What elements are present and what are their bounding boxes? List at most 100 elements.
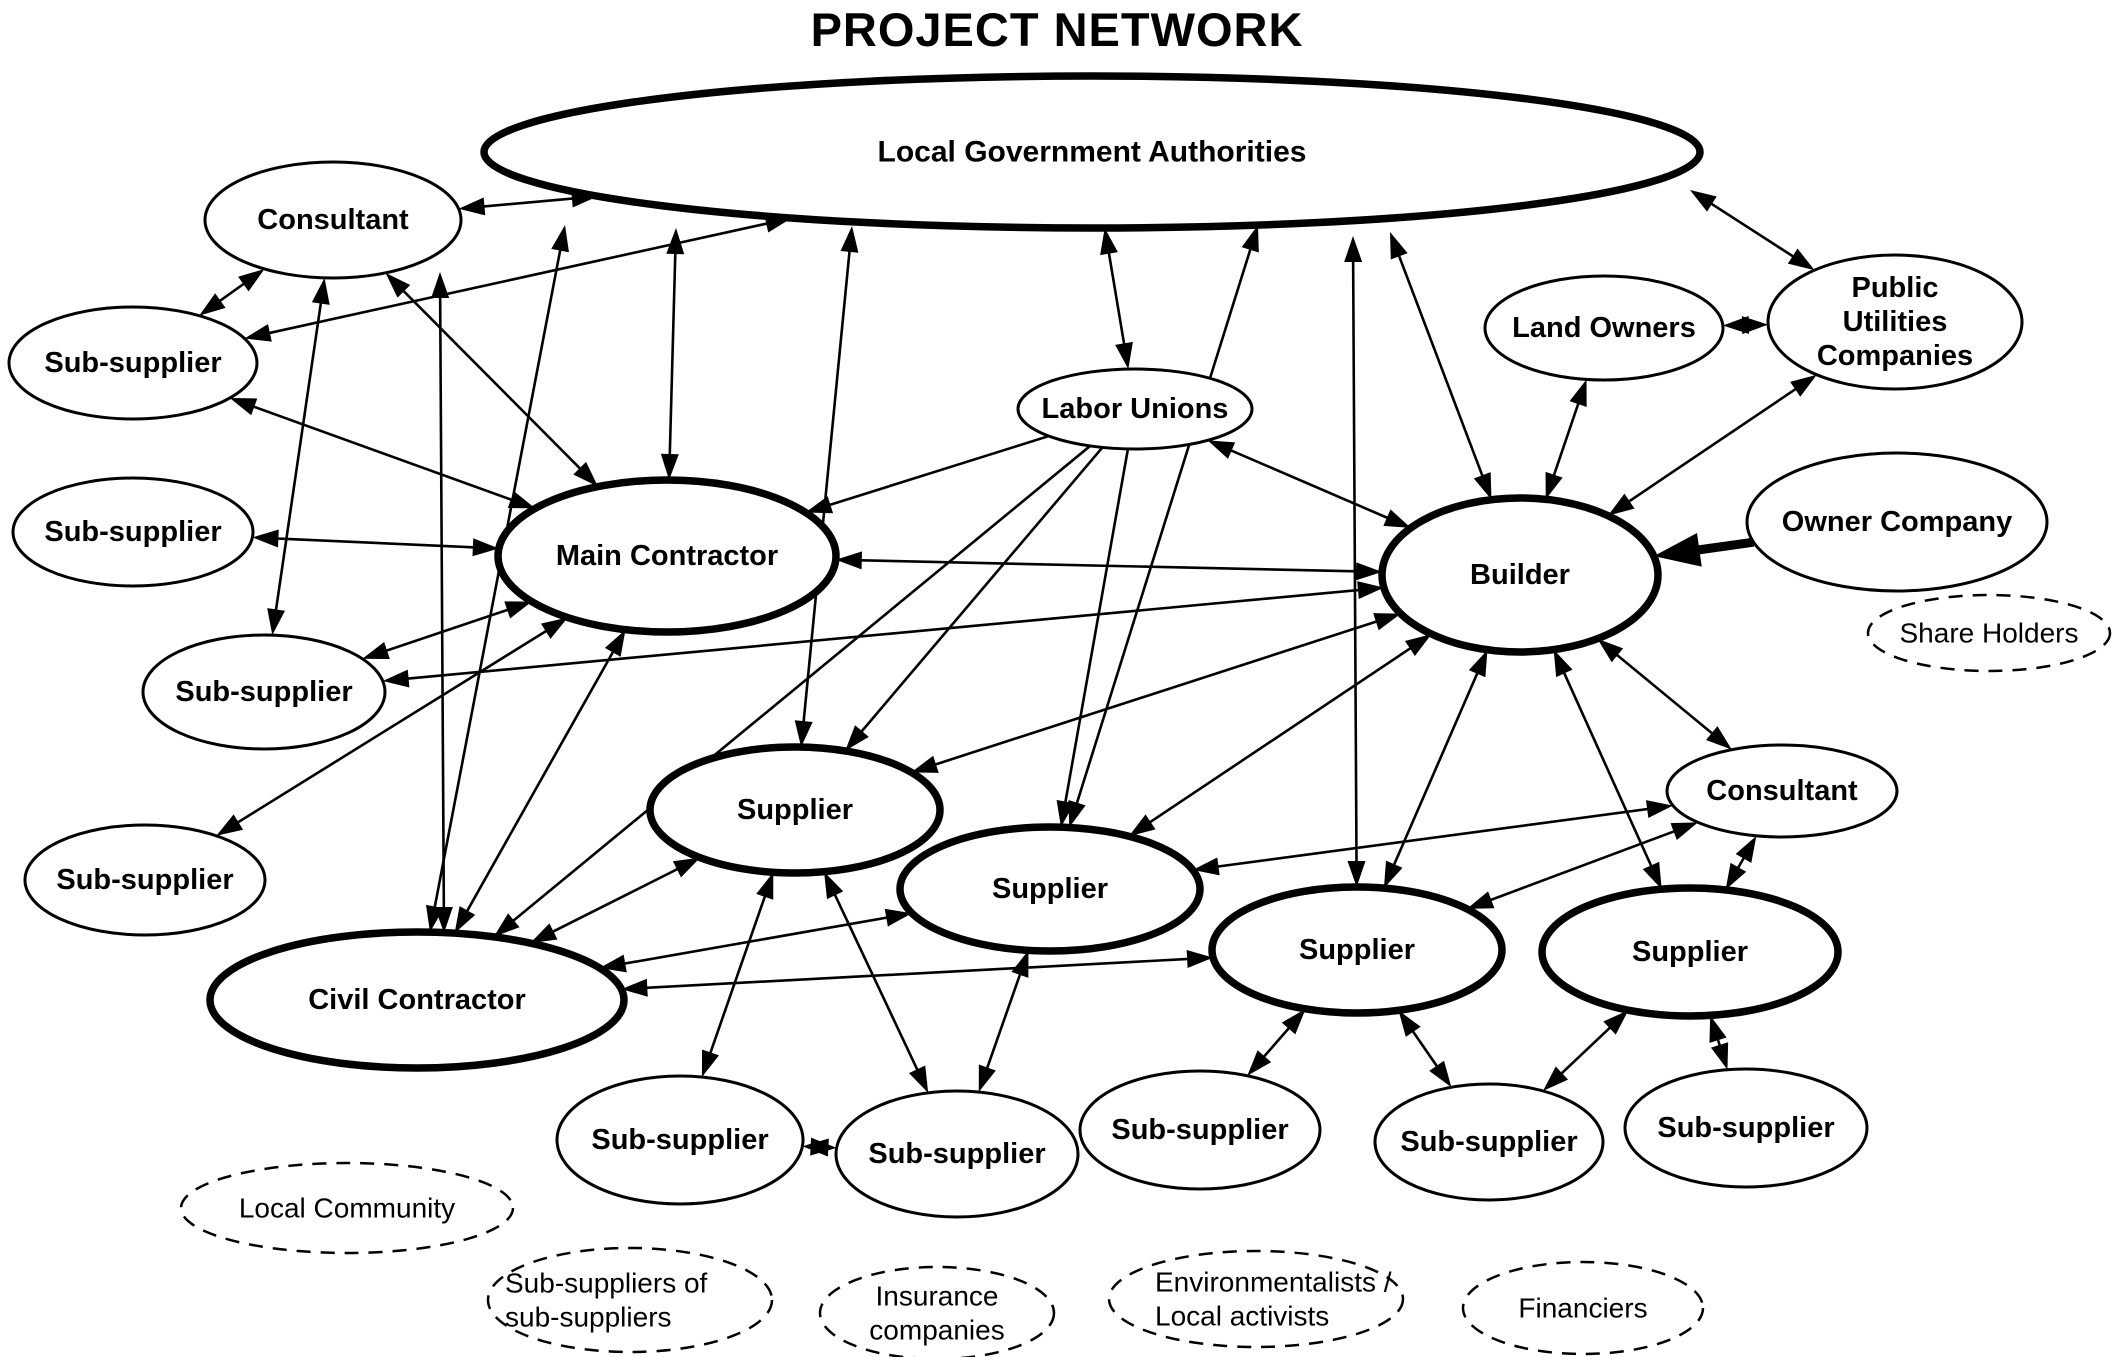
node-label-environmentalists: Environmentalists / [1155, 1267, 1392, 1298]
edge-civil_contractor-supplier2 [619, 915, 893, 966]
node-label-ss_b4: Sub-supplier [1400, 1126, 1577, 1158]
node-civil_contractor [206, 928, 628, 1072]
node-supplier3 [1208, 883, 1506, 1017]
edge-builder-supplier3-arrowhead [1468, 649, 1488, 678]
edge-consultant_tl-ss_l3 [273, 297, 323, 616]
node-ss_b5 [1623, 1067, 1869, 1189]
node-ss_l2 [11, 476, 255, 588]
edge-consultant_tl-ss_l3-arrowhead [311, 277, 330, 305]
node-label-share_holders: Share Holders [1900, 618, 2079, 649]
edge-consultant_r-supplier4-arrowhead [1725, 862, 1747, 890]
node-label-insurance: companies [869, 1315, 1004, 1346]
node-label-ss_l1: Sub-supplier [44, 347, 221, 379]
edge-supplier4-ss_b4-arrowhead [1543, 1066, 1569, 1091]
edge-consultant_r-supplier3-arrowhead [1466, 891, 1495, 909]
edge-supplier1-ss_b2-arrowhead [824, 871, 844, 900]
edge-builder-supplier4-arrowhead [1553, 649, 1573, 678]
node-label-puc: Utilities [1843, 306, 1948, 338]
node-label-main_contractor: Main Contractor [556, 540, 778, 572]
edge-lga-builder-arrowhead [1473, 472, 1492, 500]
node-ss_l4 [23, 823, 267, 937]
edge-lga-supplier2-arrowhead [1068, 800, 1086, 828]
edge-ss_l2-main_contractor-arrowhead [472, 538, 499, 557]
edge-labor_unions-builder-arrowhead [1207, 440, 1236, 459]
edge-consultant_r-supplier2-arrowhead [1645, 800, 1673, 818]
edge-supplier3-ss_b3-arrowhead [1247, 1050, 1272, 1076]
node-ss_b3 [1078, 1069, 1322, 1191]
edge-ss_l3-builder-arrowhead [1357, 581, 1384, 600]
edge-ss_l3-builder [402, 588, 1365, 681]
edge-labor_unions-main_contractor [824, 434, 1050, 508]
node-label-land_owners: Land Owners [1512, 312, 1696, 344]
edge-ss_b1-ss_b2-arrowhead [802, 1138, 829, 1157]
node-label-consultant_tl: Consultant [257, 204, 409, 236]
node-consultant_tl [203, 160, 463, 280]
edge-lga-ss_l1-arrowhead [244, 324, 272, 342]
node-label-ss_b2: Sub-supplier [868, 1138, 1045, 1170]
node-supplier1 [646, 743, 944, 877]
node-consultant_r [1665, 743, 1899, 839]
node-label-civil_contractor: Civil Contractor [308, 984, 526, 1016]
node-label-labor_unions: Labor Unions [1042, 393, 1229, 425]
node-label-financiers: Financiers [1518, 1293, 1647, 1324]
edge-supplier1-ss_b1-arrowhead [701, 1049, 719, 1078]
edge-supplier3-ss_b4 [1408, 1026, 1442, 1072]
edge-ss_l3-builder-arrowhead [382, 669, 410, 688]
edge-lga-consultant_tl [478, 196, 579, 209]
edge-civil_contractor-supplier1-arrowhead [530, 923, 558, 944]
edge-supplier4-ss_b4-arrowhead [1603, 1010, 1629, 1035]
node-ss_l3 [141, 633, 387, 751]
edge-supplier3-ss_b4-arrowhead [1398, 1010, 1421, 1037]
edge-consultant_r-supplier4-arrowhead [1735, 835, 1757, 863]
edge-labor_unions-builder [1225, 447, 1393, 522]
edge-lga-ss_l1 [263, 221, 773, 336]
node-financiers [1461, 1260, 1705, 1356]
edge-ss_l2-main_contractor-arrowhead [252, 529, 279, 548]
edge-land_owners-builder-arrowhead [1569, 379, 1587, 407]
node-label-builder: Builder [1470, 559, 1570, 591]
edge-consultant_tl-civil_contractor-arrowhead [431, 272, 450, 299]
edge-consultant_tl-main_contractor-arrowhead [573, 461, 599, 487]
edge-civil_contractor-supplier3-arrowhead [621, 978, 648, 997]
node-ss_b4 [1373, 1082, 1605, 1202]
edge-consultant_tl-ss_l3-arrowhead [267, 608, 285, 636]
edge-supplier2-ss_b2-arrowhead [1011, 950, 1029, 978]
edge-main_contractor-civil_contractor-arrowhead [454, 906, 476, 934]
edge-builder-consultant_r-arrowhead [1706, 726, 1732, 750]
edge-ss_l1-main_contractor [248, 403, 517, 503]
edge-builder-supplier3 [1390, 667, 1481, 871]
edge-main_contractor-civil_contractor [463, 646, 617, 917]
node-label-insurance: Insurance [876, 1281, 999, 1312]
edge-consultant_tl-ss_l1-arrowhead [238, 268, 265, 292]
edge-lga-main_contractor-arrowhead [660, 453, 679, 481]
node-label-ss_b1: Sub-supplier [591, 1124, 768, 1156]
edge-civil_contractor-supplier2-arrowhead [884, 908, 912, 927]
node-ss_l1 [7, 305, 259, 421]
edge-labor_unions-supplier1 [857, 446, 1104, 737]
node-label-ss_of_ss: sub-suppliers [505, 1302, 672, 1333]
edge-ss_l3-main_contractor-arrowhead [362, 641, 390, 660]
edge-labor_unions-civil_contractor-arrowhead [493, 913, 520, 937]
edge-lga-supplier3-arrowhead [1347, 860, 1366, 888]
edge-lga-puc [1706, 199, 1799, 261]
edge-civil_contractor-supplier1-arrowhead [672, 857, 701, 878]
node-label-ss_b5: Sub-supplier [1657, 1112, 1834, 1144]
edge-lga-puc-arrowhead [1787, 248, 1815, 271]
edge-civil_contractor-supplier2-arrowhead [599, 954, 627, 973]
edge-ss_l4-main_contractor [232, 626, 552, 827]
edge-lga-supplier2 [1073, 243, 1254, 809]
edge-owner_company-builder-arrowhead [1653, 532, 1702, 567]
edge-supplier4-ss_b5-arrowhead [1709, 1015, 1727, 1043]
edge-consultant_tl-ss_l1-arrowhead [199, 293, 226, 316]
edge-ss_l1-main_contractor-arrowhead [229, 397, 258, 416]
edge-main_contractor-civil_contractor-arrowhead [604, 629, 626, 657]
edge-owner_company-builder [1692, 537, 1755, 556]
node-label-supplier2: Supplier [992, 873, 1108, 905]
edge-land_owners-builder [1550, 397, 1582, 481]
edge-land_owners-puc-arrowhead [1722, 316, 1750, 335]
edge-lga-main_contractor-arrowhead [666, 228, 685, 255]
node-label-supplier3: Supplier [1299, 934, 1415, 966]
edge-ss_l3-main_contractor-arrowhead [504, 601, 532, 619]
node-ss_b2 [834, 1089, 1080, 1219]
